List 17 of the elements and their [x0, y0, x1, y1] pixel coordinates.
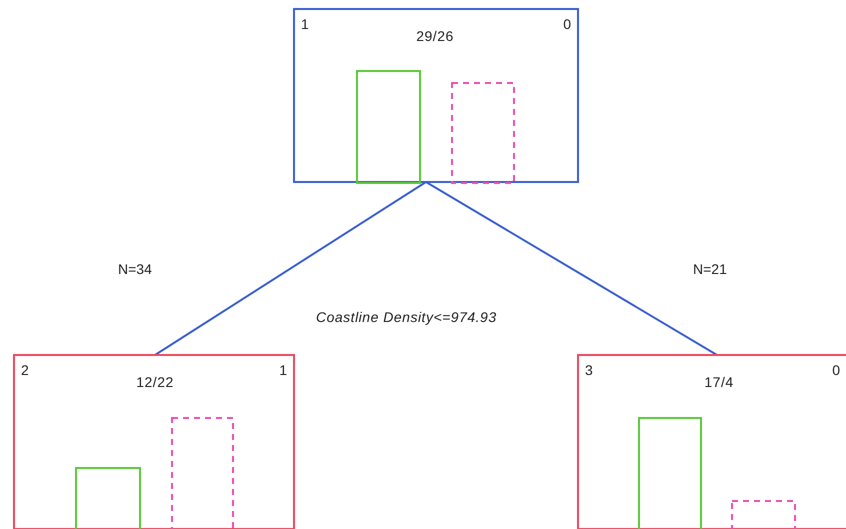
class-label: 0: [832, 362, 840, 378]
edge-label: N=21: [693, 261, 727, 277]
class-label: 3: [585, 362, 593, 378]
class-label: 2: [21, 362, 29, 378]
branch-line: [425, 181, 718, 356]
split-condition: Coastline Density<=974.93: [316, 309, 497, 325]
class-count: 17/4: [704, 374, 734, 390]
class-count: 29/26: [416, 28, 454, 44]
edge-label: N=34: [118, 261, 152, 277]
class-label: 0: [563, 16, 571, 32]
class-count: 12/22: [136, 374, 174, 390]
tree-node-box: [13, 354, 295, 529]
branch-line: [154, 181, 427, 356]
class-label: 1: [279, 362, 287, 378]
tree-node-box: [577, 354, 846, 529]
tree-node-box: [293, 8, 579, 183]
class-label: 1: [301, 16, 309, 32]
